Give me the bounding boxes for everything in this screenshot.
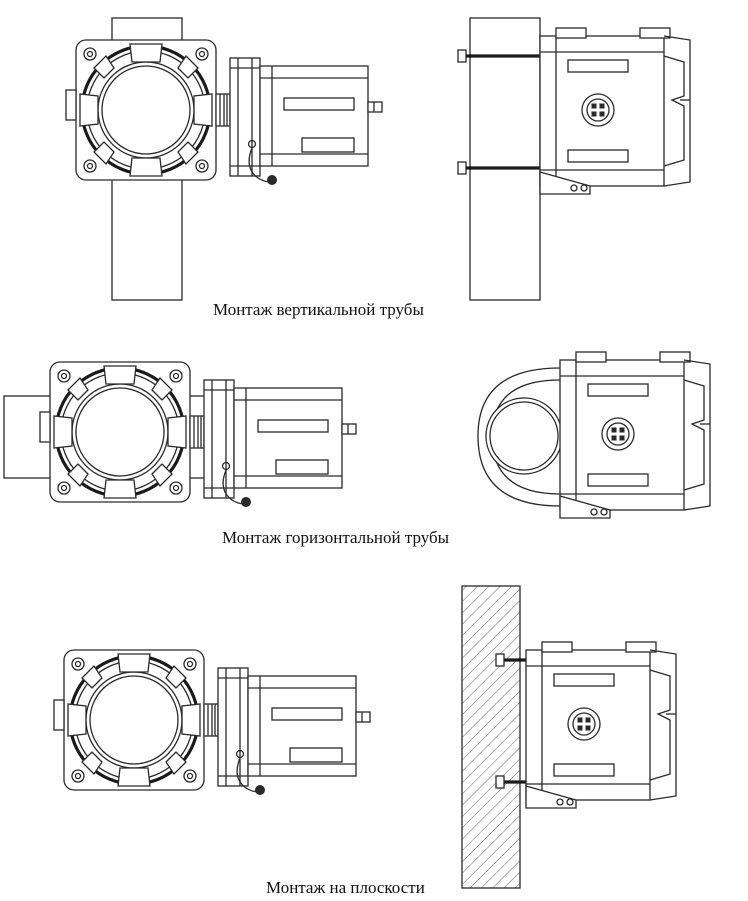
flat-surface-front-view — [52, 648, 372, 797]
flat-surface-side-view — [461, 585, 677, 889]
vertical-pipe-front-view — [64, 17, 384, 301]
horizontal-pipe-side-view — [477, 351, 711, 519]
caption-horizontal-pipe: Монтаж горизонтальной трубы — [222, 528, 450, 547]
caption-flat-surface: Монтаж на плоскости — [266, 878, 425, 897]
vertical-pipe-side-view — [457, 17, 691, 301]
caption-vertical-pipe: Монтаж вертикальной трубы — [213, 300, 424, 319]
horizontal-pipe-front-view — [3, 360, 358, 509]
